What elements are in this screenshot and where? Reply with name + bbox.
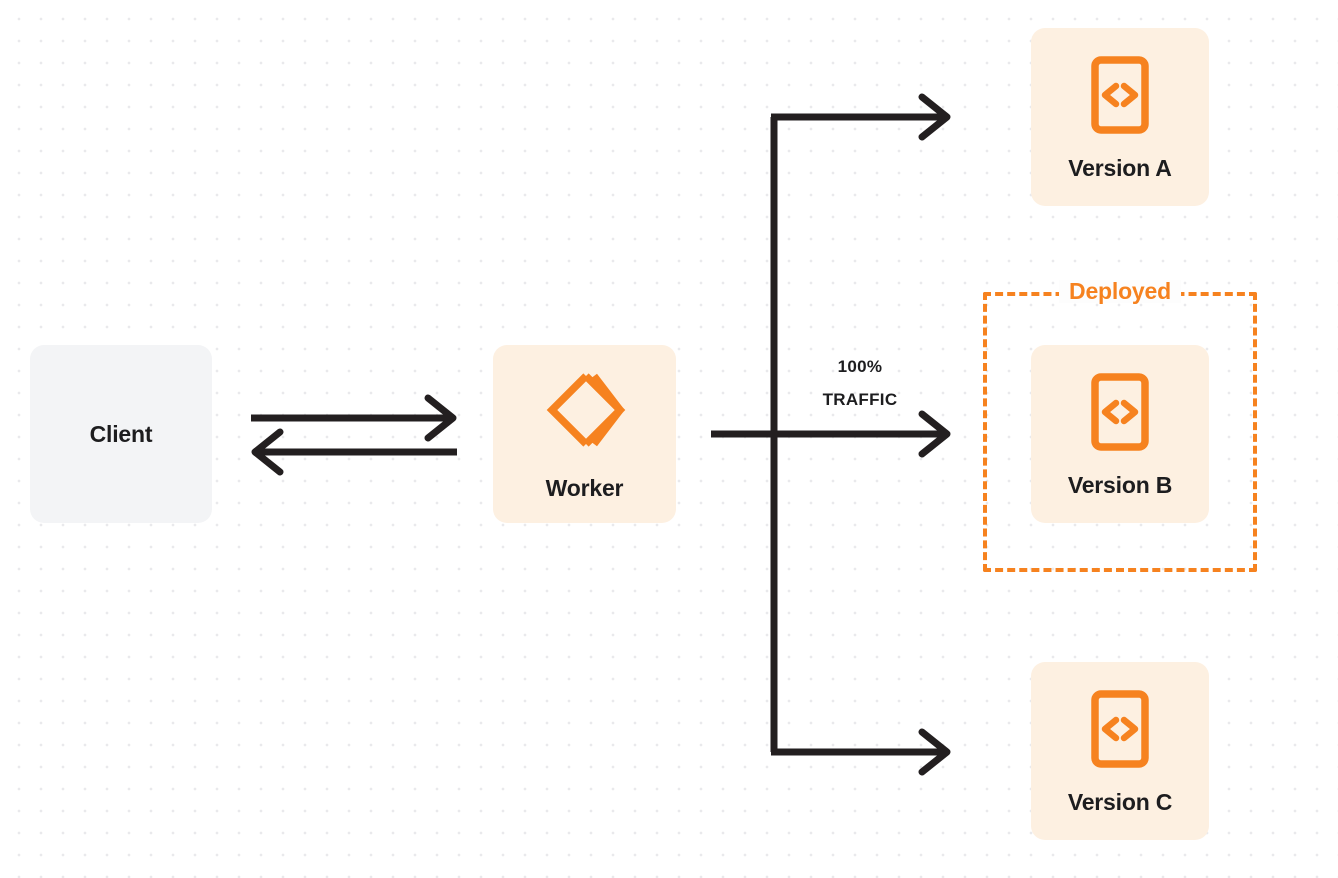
node-client[interactable]: Client (30, 345, 212, 523)
traffic-annotation: 100% TRAFFIC (790, 350, 930, 416)
node-worker[interactable]: Worker (493, 345, 676, 523)
cloudflare-workers-logo-icon (542, 369, 628, 451)
node-version-b[interactable]: Version B (1031, 345, 1209, 523)
worker-label: Worker (545, 474, 624, 501)
version-b-label: Version B (1067, 471, 1173, 498)
arrow-to-version-a (771, 93, 951, 141)
deployed-group-label: Deployed (1059, 280, 1181, 304)
code-file-icon (1090, 372, 1150, 452)
traffic-percent: 100% (837, 357, 883, 376)
code-file-icon (1090, 55, 1150, 135)
code-file-icon (1090, 689, 1150, 769)
deployed-group: Deployed (983, 280, 1257, 572)
node-version-c[interactable]: Version C (1031, 662, 1209, 840)
arrow-to-version-b (774, 410, 951, 458)
node-version-a[interactable]: Version A (1031, 28, 1209, 206)
arrow-client-to-worker (251, 394, 457, 442)
arrow-to-version-c (771, 728, 951, 776)
arrow-worker-to-client (251, 428, 457, 476)
traffic-caption: TRAFFIC (822, 390, 898, 410)
version-a-label: Version A (1068, 154, 1172, 181)
version-c-label: Version C (1067, 788, 1173, 815)
client-label: Client (89, 420, 153, 447)
